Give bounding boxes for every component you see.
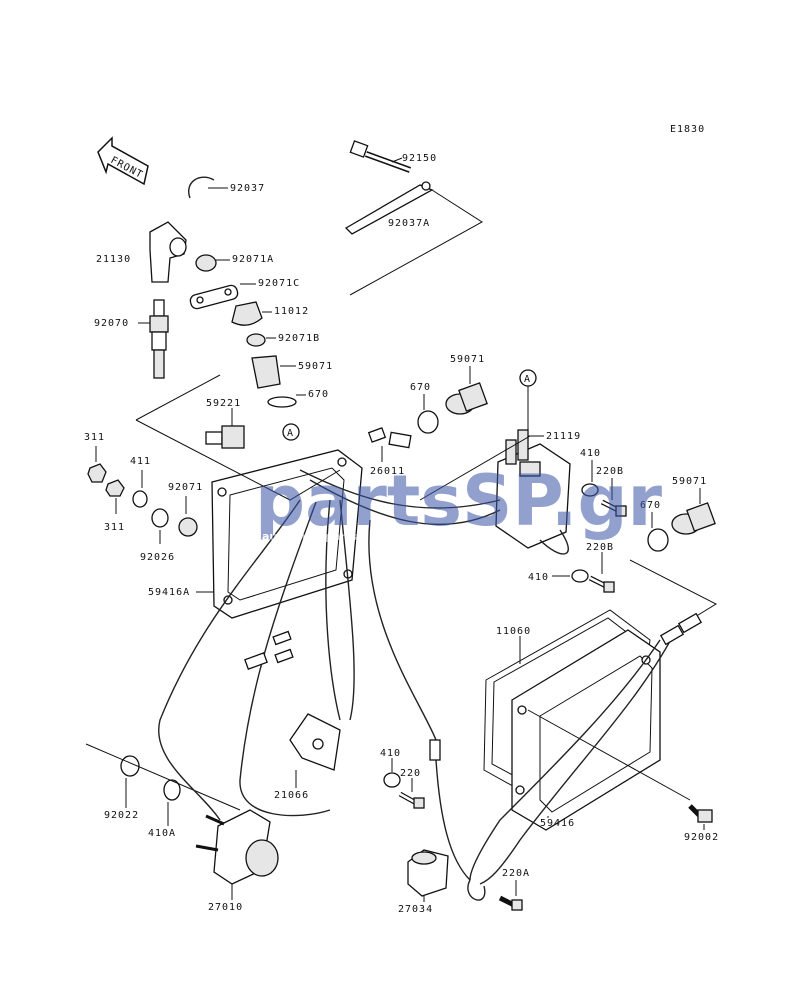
relay-27034	[407, 849, 449, 897]
o-ring-670-top	[267, 396, 297, 408]
cap-11012	[231, 301, 263, 326]
part-label-220a: 220A	[502, 868, 530, 879]
bolt-220b-top	[600, 499, 627, 517]
watermark-brand: partsSP.gr	[255, 460, 663, 542]
callout-a-right-label: A	[524, 374, 531, 385]
front-arrow-icon: FRONT	[97, 136, 149, 186]
seal-59071-mid	[445, 382, 488, 415]
washer-92026	[151, 508, 169, 528]
part-label-59416: 59416	[540, 818, 575, 829]
starter-relay-27010	[195, 809, 279, 885]
strap-92037a	[344, 181, 434, 235]
bolt-92002	[688, 804, 713, 823]
part-label-21119: 21119	[546, 431, 581, 442]
part-label-92071a: 92071A	[232, 254, 274, 265]
part-label-311-a: 311	[84, 432, 105, 443]
part-label-311-b: 311	[104, 522, 125, 533]
bolt-220a	[498, 895, 523, 911]
part-label-92071b: 92071B	[278, 333, 320, 344]
watermark-tagline: authentic parts	[262, 530, 358, 543]
watermark: partsSP.gr authentic parts	[255, 460, 663, 543]
nut-311-b	[105, 479, 125, 497]
part-label-92022: 92022	[104, 810, 139, 821]
wiring-harness	[158, 427, 703, 901]
grommet-92071a	[195, 254, 217, 272]
grommet-92071b	[246, 333, 266, 347]
o-ring-670-right	[647, 528, 669, 552]
part-label-27034: 27034	[398, 904, 433, 915]
part-label-410-top: 410	[580, 448, 601, 459]
connector-26011	[388, 431, 412, 449]
nut-311-a	[87, 463, 107, 483]
seal-59071-right	[671, 502, 716, 535]
bolt-220b-mid	[588, 575, 615, 593]
part-label-220b-mid: 220B	[586, 542, 614, 553]
grommet-92071	[178, 517, 198, 537]
o-ring-670-mid	[417, 410, 439, 434]
part-label-670-top: 670	[308, 389, 329, 400]
part-label-410-low: 410	[380, 748, 401, 759]
ignition-coil-21119	[495, 429, 571, 549]
part-label-11012: 11012	[274, 306, 309, 317]
washer-410-top	[581, 483, 599, 497]
part-label-220b-top: 220B	[596, 466, 624, 477]
part-label-670-mid: 670	[410, 382, 431, 393]
spark-plug-92070	[149, 299, 169, 379]
part-label-92037: 92037	[230, 183, 265, 194]
cover-59416a	[211, 449, 363, 619]
part-label-670-right: 670	[640, 500, 661, 511]
bolt-220	[398, 791, 425, 809]
part-label-59221: 59221	[206, 398, 241, 409]
connector-59221	[205, 425, 245, 449]
bolt-92150	[349, 140, 412, 173]
clip-92037	[188, 176, 215, 199]
cover-59416	[511, 629, 661, 831]
plate-92071c	[189, 284, 239, 310]
washer-410a	[163, 779, 181, 801]
callout-a-left-label: A	[287, 428, 294, 439]
part-label-21066: 21066	[274, 790, 309, 801]
part-label-220: 220	[400, 768, 421, 779]
seal-59071-top	[251, 355, 281, 389]
regulator-21066	[289, 713, 341, 771]
part-label-59071-mid: 59071	[450, 354, 485, 365]
part-label-92002: 92002	[684, 832, 719, 843]
plug-cap-21130	[149, 221, 187, 283]
part-label-21130: 21130	[96, 254, 131, 265]
washer-410-low	[383, 772, 401, 788]
washer-411	[132, 490, 148, 508]
part-label-59071-right: 59071	[672, 476, 707, 487]
part-label-26011: 26011	[370, 466, 405, 477]
washer-410-mid	[571, 569, 589, 583]
part-label-92026: 92026	[140, 552, 175, 563]
part-label-92071: 92071	[168, 482, 203, 493]
part-label-410a: 410A	[148, 828, 176, 839]
part-label-59071-top: 59071	[298, 361, 333, 372]
part-label-92070: 92070	[94, 318, 129, 329]
part-label-11060: 11060	[496, 626, 531, 637]
diagram-code: E1830	[670, 124, 705, 135]
part-label-59416a: 59416A	[148, 587, 190, 598]
callout-a-left	[282, 423, 300, 441]
part-label-410-mid: 410	[528, 572, 549, 583]
part-label-411: 411	[130, 456, 151, 467]
part-label-92150: 92150	[402, 153, 437, 164]
part-label-27010: 27010	[208, 902, 243, 913]
part-label-92037a: 92037A	[388, 218, 430, 229]
part-label-92071c: 92071C	[258, 278, 300, 289]
